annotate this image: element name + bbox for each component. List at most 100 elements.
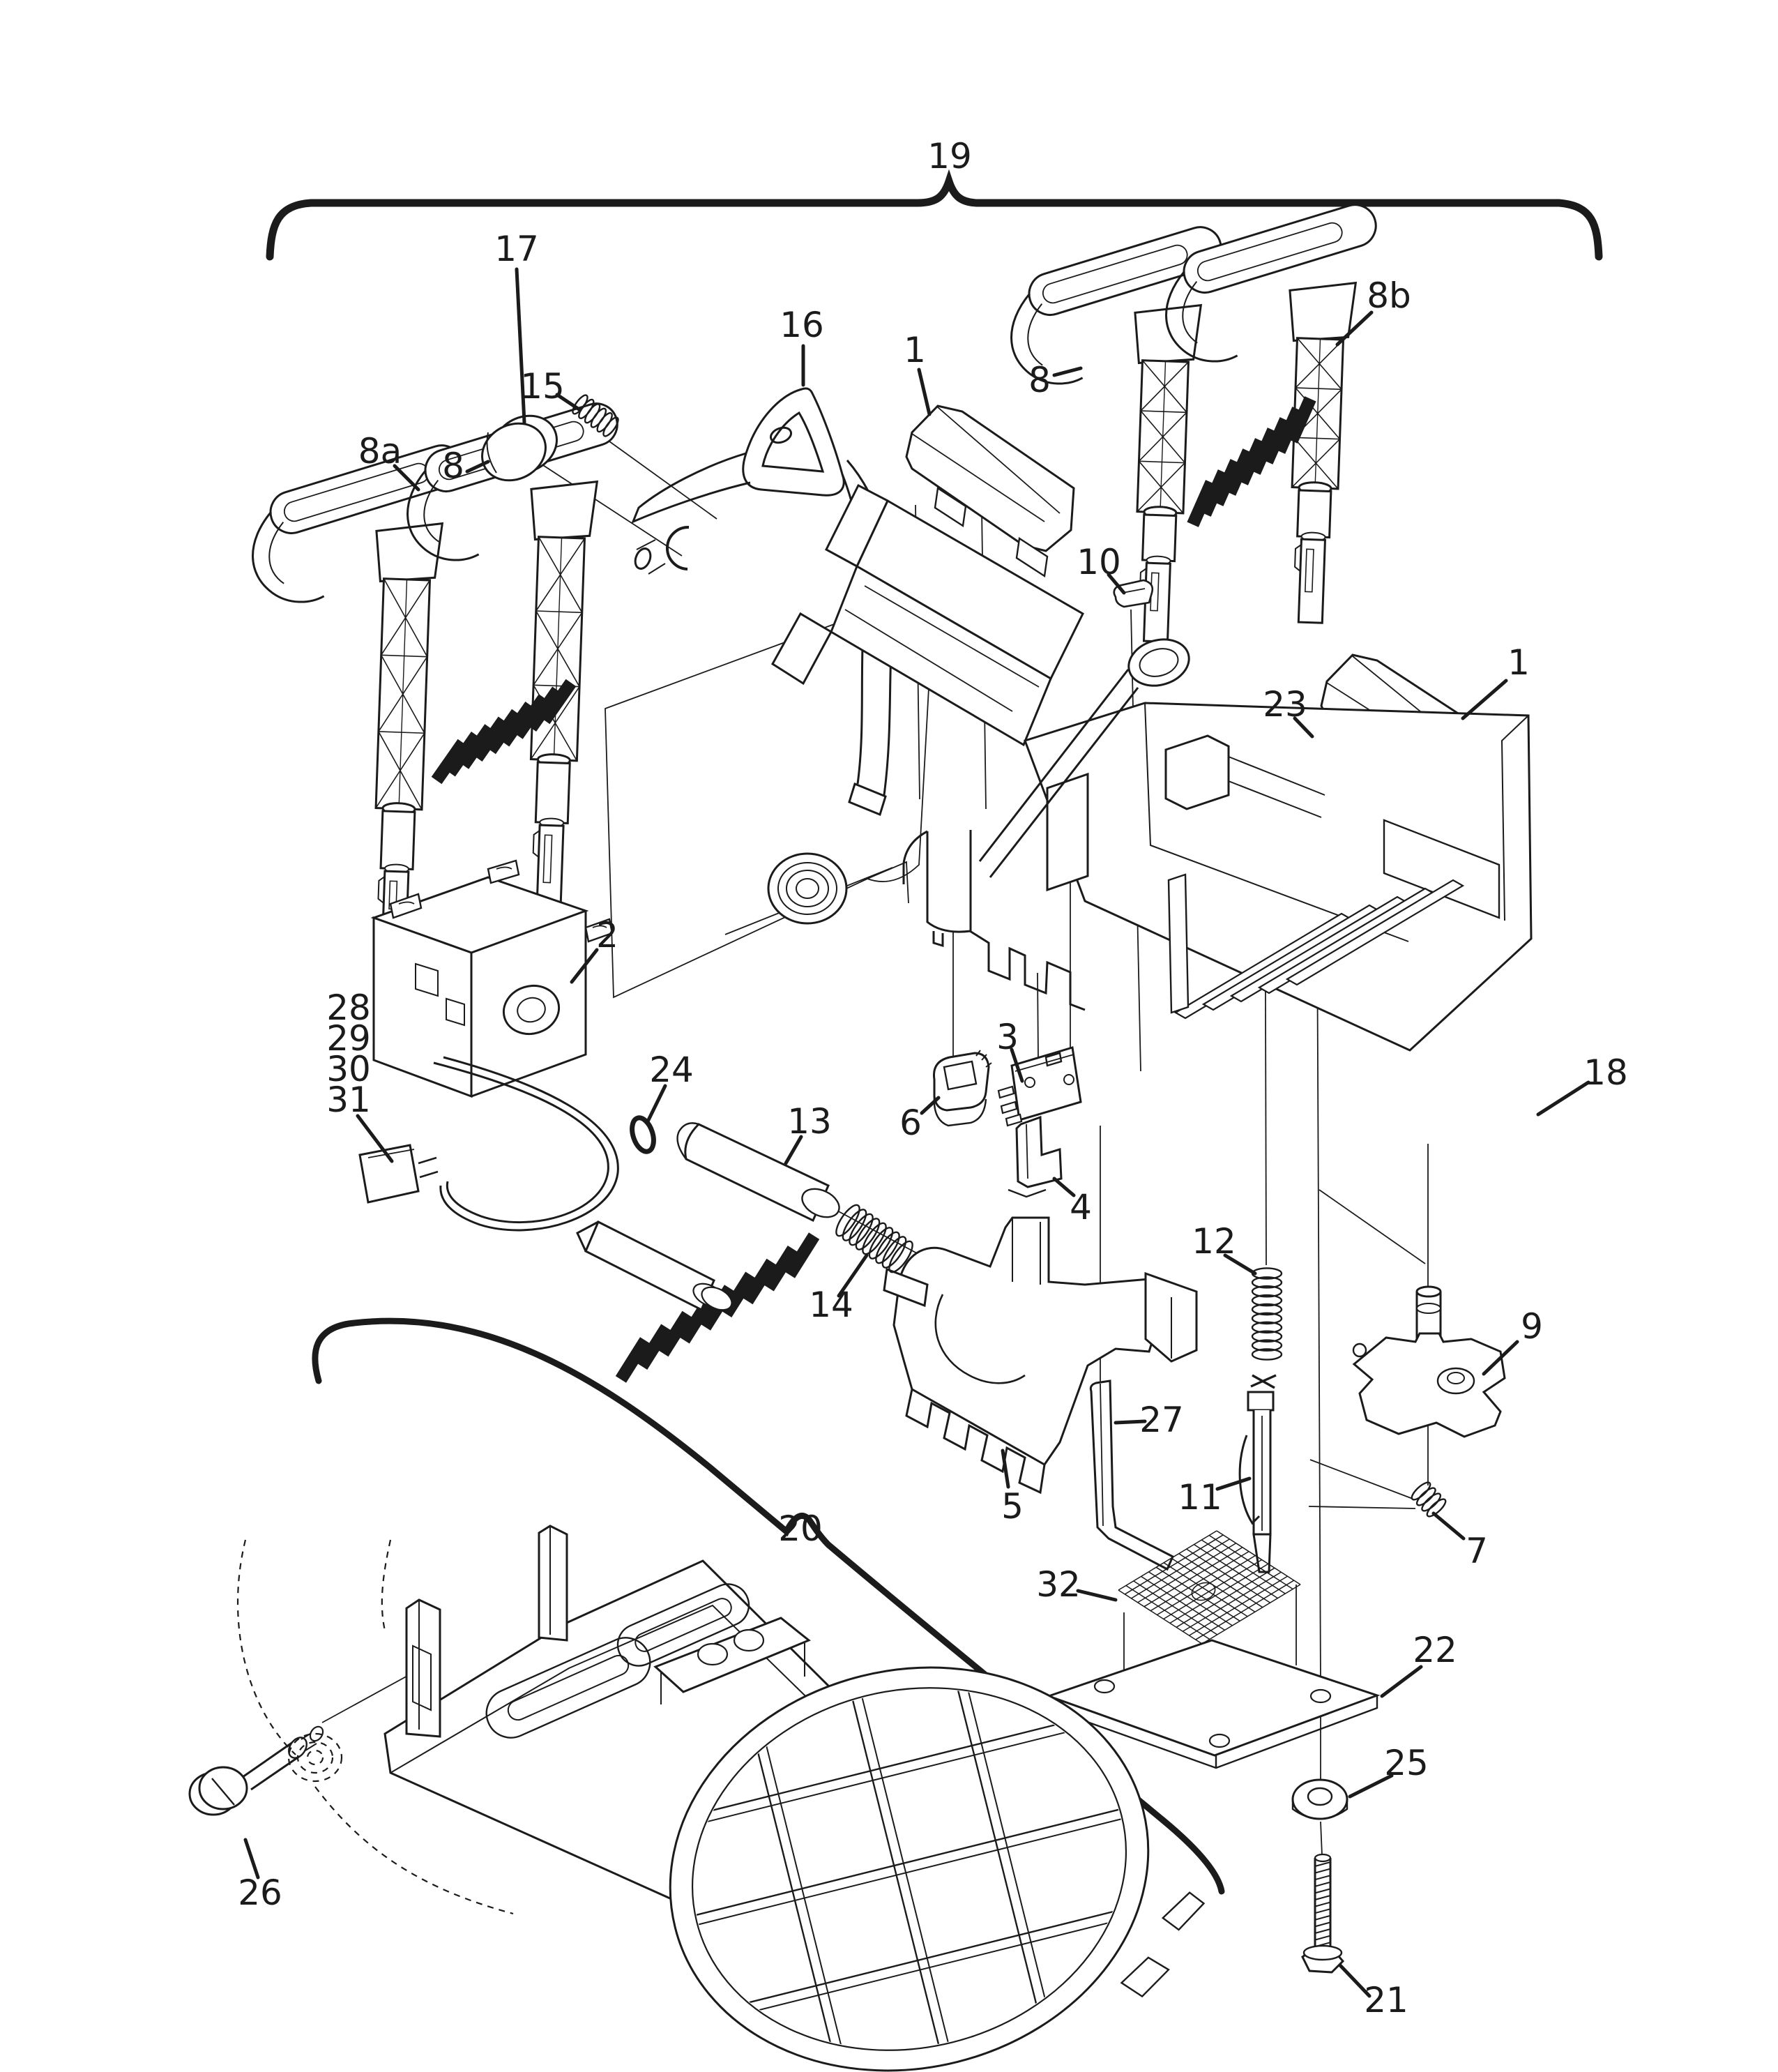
callout-31: 31 [326,1080,394,1163]
callout-label-23: 23 [1263,684,1307,725]
callout-19: 19 [927,136,972,176]
callout-label-31: 31 [326,1080,371,1120]
callout-label-20: 20 [778,1508,823,1549]
ejector-rod-8b [1165,204,1377,624]
callout-13: 13 [784,1101,832,1165]
callout-label-3: 3 [996,1017,1019,1057]
return-spring-14 [835,1204,913,1273]
callout-8L: 8 [442,446,490,486]
callout-32: 32 [1036,1564,1118,1605]
mount-bolt [1301,1853,1345,1974]
callout-16: 16 [780,305,824,387]
callout-8a: 8a [358,431,420,492]
piston-pin [576,1220,733,1312]
callout-label-8R: 8 [1028,360,1051,400]
lever-spring-15 [572,394,619,437]
clip [1113,579,1154,608]
callout-label-6: 6 [899,1103,922,1143]
callout-label-24: 24 [649,1050,694,1090]
callout-label-2: 2 [596,915,618,955]
callout-label-26: 26 [238,1873,282,1913]
callout-8R: 8 [1028,360,1083,400]
callout-label-30: 30 [326,1049,371,1089]
callout-24: 24 [646,1050,694,1124]
callout-label-8L: 8 [442,446,464,486]
callout-1b: 1 [1461,642,1530,720]
callout-26: 26 [238,1838,282,1913]
callout-label-21: 21 [1364,1980,1408,2020]
crusher-housing [969,702,1533,1052]
callout-5: 5 [1001,1449,1024,1527]
chute-column [902,638,1190,948]
callout-label-29: 29 [326,1018,371,1059]
brace-19 [266,169,1603,261]
washer [1291,1778,1348,1820]
lever-cap [481,414,558,482]
callout-label-17: 17 [494,229,539,269]
plunger-spring-12 [1251,1267,1283,1361]
callout-label-32: 32 [1036,1564,1081,1605]
ejector-rod-8a [252,444,464,942]
callout-25: 25 [1348,1743,1429,1799]
callout-12: 12 [1192,1221,1257,1276]
callout-28: 28 [326,988,371,1028]
callout-30: 30 [326,1049,371,1089]
callout-label-22: 22 [1413,1630,1457,1670]
callout-label-13: 13 [787,1101,832,1142]
callout-label-18: 18 [1583,1052,1628,1093]
callout-20: 20 [778,1508,823,1549]
insert-arrow-right [1187,396,1316,527]
wax-motor [676,1122,840,1223]
callout-label-8a: 8a [358,431,402,471]
callout-3: 3 [996,1017,1024,1083]
o-ring [630,1115,656,1154]
callout-label-28: 28 [326,988,371,1028]
solenoid-box [370,859,614,1098]
phantom-grommet-ring [236,1539,514,1915]
panel-grommet [767,852,848,925]
callout-label-12: 12 [1192,1221,1236,1262]
callout-1a: 1 [904,330,932,416]
callout-label-11: 11 [1178,1477,1222,1518]
callout-21: 21 [1338,1963,1408,2020]
callout-18: 18 [1536,1052,1628,1117]
callout-15: 15 [520,366,582,412]
callout-11: 11 [1178,1476,1252,1518]
callout-2: 2 [570,915,618,984]
micro-switch [997,1046,1082,1127]
lever-spring-7 [1411,1481,1447,1518]
ice-mold-tray [771,483,1084,747]
insert-arrow-left [431,679,577,785]
drive-bushing [932,1050,992,1127]
callout-10: 10 [1077,542,1126,595]
thumbscrew [188,1725,324,1816]
solenoid-cable [433,1056,619,1232]
base-plate [1045,1639,1381,1769]
callout-29: 29 [326,1018,371,1059]
cover-top [905,404,1075,578]
bolt-threads [1314,1861,1331,1948]
crusher-blades [1167,873,1465,1020]
callout-4: 4 [1052,1177,1092,1227]
callout-label-4: 4 [1070,1187,1092,1227]
callout-label-8b: 8b [1367,275,1411,316]
callout-8b: 8b [1335,275,1411,347]
crusher-grate [660,1661,1206,2072]
crusher-carriage [883,1216,1198,1495]
switch-bracket [1008,1115,1063,1198]
callout-label-7: 7 [1466,1531,1488,1571]
phantom-front-panel [605,586,935,999]
wire-connector [358,1144,439,1204]
callout-9: 9 [1482,1306,1543,1376]
callout-label-9: 9 [1521,1306,1543,1347]
callout-14: 14 [809,1253,869,1325]
callout-label-25: 25 [1384,1743,1429,1783]
fill-needle [1238,1374,1277,1573]
callout-label-19: 19 [927,136,972,176]
callout-label-14: 14 [809,1285,853,1325]
callout-label-10: 10 [1077,542,1121,582]
callout-6: 6 [899,1096,941,1143]
callout-23: 23 [1263,684,1314,739]
